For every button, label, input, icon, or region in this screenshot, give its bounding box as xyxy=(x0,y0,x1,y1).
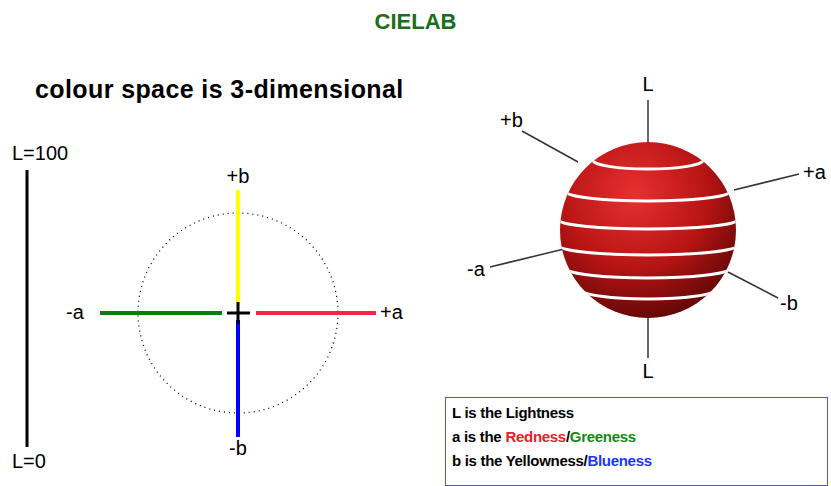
axis-label: L xyxy=(642,360,653,383)
axis-label: -a xyxy=(467,258,485,281)
l-axis-line xyxy=(647,318,649,358)
note-text: L is the Lightness xyxy=(452,404,574,421)
note-text: Blueness xyxy=(587,452,651,469)
note-text: / xyxy=(566,428,570,445)
note-text: Redness xyxy=(505,428,565,445)
a-axis-line xyxy=(734,174,799,190)
axis-label: +a xyxy=(380,301,403,324)
legend-note-box: L is the Lightness a is theRedness/Greene… xyxy=(445,397,828,486)
b-axis-line xyxy=(728,272,778,298)
note-text: a is the xyxy=(452,428,501,445)
a-axis-line xyxy=(490,249,564,267)
sphere-band xyxy=(567,269,729,278)
axis-label: +b xyxy=(227,165,250,188)
note-line: L is the Lightness xyxy=(452,401,821,425)
yellow-axis xyxy=(236,190,240,306)
note-line: b is the Yellowness/Blueness xyxy=(452,449,821,473)
axis-label: L xyxy=(642,73,653,96)
b-axis-line xyxy=(522,131,578,162)
axis-label: -a xyxy=(66,301,84,324)
lightness-label: L=100 xyxy=(12,142,68,165)
green-axis xyxy=(100,311,222,315)
sphere-band xyxy=(567,192,730,201)
axis-label: -b xyxy=(780,292,798,315)
sphere-band xyxy=(593,160,704,169)
l-axis-line xyxy=(647,100,649,142)
note-text: Greeness xyxy=(570,428,636,445)
title: CIELAB xyxy=(0,9,831,34)
axis-label: +b xyxy=(500,109,523,132)
note-text: b is the Yellowness/ xyxy=(452,452,587,469)
sphere-band xyxy=(582,290,715,299)
red-axis xyxy=(256,311,376,315)
blue-axis xyxy=(236,320,240,437)
axis-label: -b xyxy=(229,437,247,460)
lightness-label: L=0 xyxy=(12,450,46,473)
note-line: a is theRedness/Greeness xyxy=(452,425,821,449)
lightness-axis xyxy=(26,170,29,447)
axis-label: +a xyxy=(803,161,826,184)
sphere-bands xyxy=(559,160,738,299)
origin-cross xyxy=(237,302,240,324)
subtitle: colour space is 3-dimensional xyxy=(35,75,404,104)
sphere-band xyxy=(559,220,738,229)
sphere-band xyxy=(559,246,736,255)
